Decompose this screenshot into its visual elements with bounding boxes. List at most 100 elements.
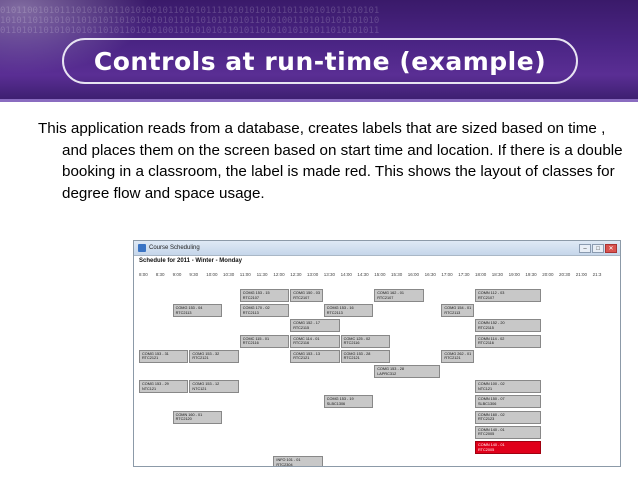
time-tick: 13:30 [323,272,336,277]
class-course: COMG 150 - 03 [293,291,320,295]
minimize-icon[interactable]: – [579,243,591,253]
time-tick: 12:30 [290,272,302,277]
class-room: RTC2121 [444,356,461,361]
class-room: RTC2121 [293,356,310,361]
class-room: LAPRC312 [377,371,397,376]
class-room: RTC2120 [175,417,192,422]
class-room: RTC2116 [242,341,259,346]
class-course: COMG 153 - 04 [175,306,203,311]
time-tick: 9:30 [189,272,199,277]
class-course: COMN 150 - 07 [478,397,505,402]
class-room: SLBC1306 [478,401,497,406]
class-room: RTC2115 [478,325,494,330]
class-course: COMN 114 - 02 [478,336,505,341]
class-course: COMG 153 - 32 [192,351,220,356]
window-title-bar[interactable]: Course Scheduling – □ ✕ [134,241,620,256]
time-tick: 15:30 [391,272,403,277]
class-room: RTC2107 [377,295,394,300]
class-room: RTC2116 [478,341,494,346]
class-room: RTC2005 [478,432,495,437]
time-tick: 10:00 [206,272,218,277]
class-room: RTC2121 [142,356,159,361]
class-course: COMG 153 - 15 [242,291,270,295]
class-room: RTC2107 [293,295,310,300]
close-icon[interactable]: ✕ [605,243,617,253]
class-course: COMC 114 - 01 [293,336,320,341]
time-tick: 12:00 [273,272,285,277]
class-room: NTC121 [192,386,207,391]
title-frame: Controls at run-time (example) [62,38,578,84]
slide-body-text: This application reads from a database, … [38,120,623,202]
time-tick: 15:00 [374,272,386,277]
class-course: COMG 154 - 01 [444,306,472,311]
class-room: RTC2005 [478,447,495,452]
class-course: COMN 100 - 02 [478,382,505,387]
class-course: COMN 160 - 02 [478,412,505,417]
class-course: COMC 125 - 02 [343,336,371,341]
class-room: SLBC1306 [326,401,346,406]
class-course: COMG 262 - 01 [444,351,472,356]
class-course: COMG 153 - 28 [343,351,371,356]
class-course: COMN 112 - 03 [478,291,505,295]
class-course: COMG 153 - 31 [142,351,169,356]
class-course: COMG 152 - 17 [293,321,320,326]
title-banner: 0101100101011101010101101010010110101011… [0,0,638,100]
class-course: INFO 101 - 01 [276,458,301,463]
class-room: RTC2121 [192,356,209,361]
class-room: RTC2123 [478,417,495,422]
class-course: COMC 115 - 01 [242,336,270,341]
class-course: COMG 153 - 12 [192,382,220,387]
class-room: NTC121 [142,386,157,391]
time-tick: 18:30 [491,272,504,277]
banner-stripe [0,99,638,102]
time-tick: 21:00 [575,272,588,277]
class-room: RTC2113 [444,310,461,315]
time-tick: 18:00 [475,272,487,277]
app-icon [138,244,146,252]
class-room: RTC2113 [175,310,192,315]
time-tick: 19:30 [525,272,537,277]
class-room: RTC2115 [293,325,310,330]
time-tick: 16:30 [424,272,436,277]
time-tick: 21:3 [592,272,602,277]
time-tick: 11:30 [256,272,268,277]
class-room: RTC2113 [326,310,343,315]
time-tick: 11:00 [239,272,251,277]
class-room: RTC2116 [343,341,360,346]
time-tick: 8:00 [139,272,148,277]
binary-pattern-decoration: 0101100101011101010101101010010110101011… [0,6,380,36]
maximize-icon[interactable]: □ [592,243,604,253]
time-tick: 14:00 [340,272,352,277]
